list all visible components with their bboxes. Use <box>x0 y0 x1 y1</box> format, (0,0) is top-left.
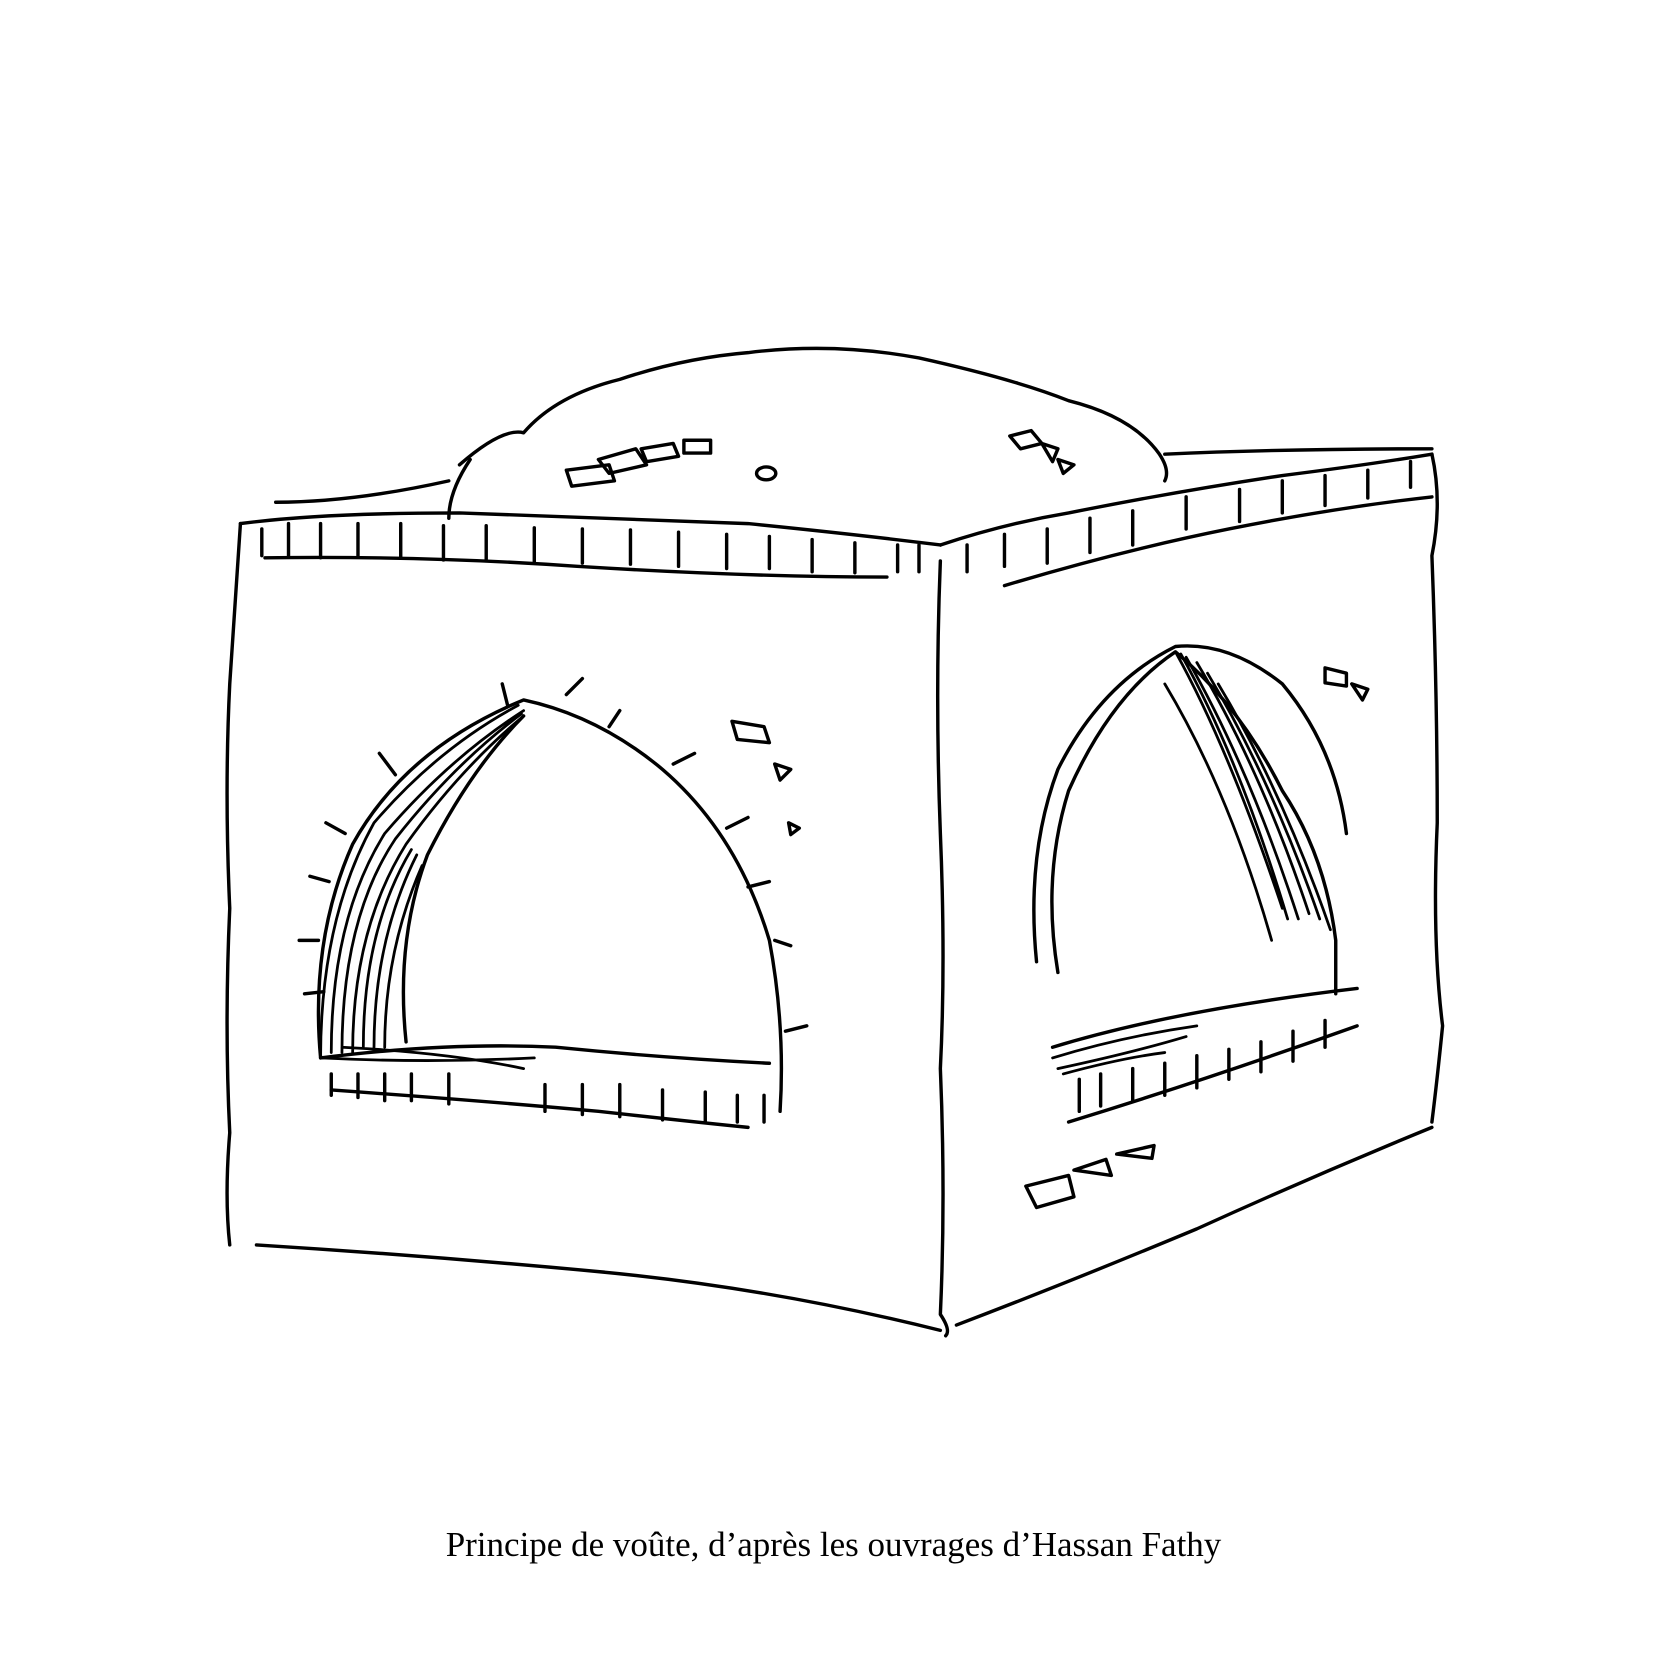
front-wall <box>225 521 943 1333</box>
right-wall <box>954 452 1445 1327</box>
front-sill-ticks <box>329 1072 766 1124</box>
corner-edge <box>935 559 950 1338</box>
right-sill-ticks <box>1077 1018 1327 1114</box>
wall-stones <box>730 666 1370 1210</box>
front-arch <box>316 698 784 1114</box>
right-arch-outer <box>1032 644 1349 964</box>
dome-stones <box>564 428 1076 488</box>
front-top-rim <box>238 479 943 579</box>
dome-stone-round <box>754 465 778 482</box>
right-brick-ticks <box>965 459 1413 574</box>
right-arch <box>1050 650 1338 996</box>
front-brick-ticks <box>260 521 921 575</box>
figure-caption: Principe de voûte, d’après les ouvrages … <box>445 1525 1222 1564</box>
dome-outline <box>457 346 1169 483</box>
front-arch-inner <box>401 714 526 1044</box>
dome-front-edge <box>447 457 472 520</box>
right-top-rim <box>938 447 1434 588</box>
front-arch-shading <box>319 703 536 1070</box>
front-arch-ticks <box>297 676 809 1033</box>
right-sill <box>1050 986 1359 1124</box>
right-arch-shading <box>1051 650 1332 1076</box>
